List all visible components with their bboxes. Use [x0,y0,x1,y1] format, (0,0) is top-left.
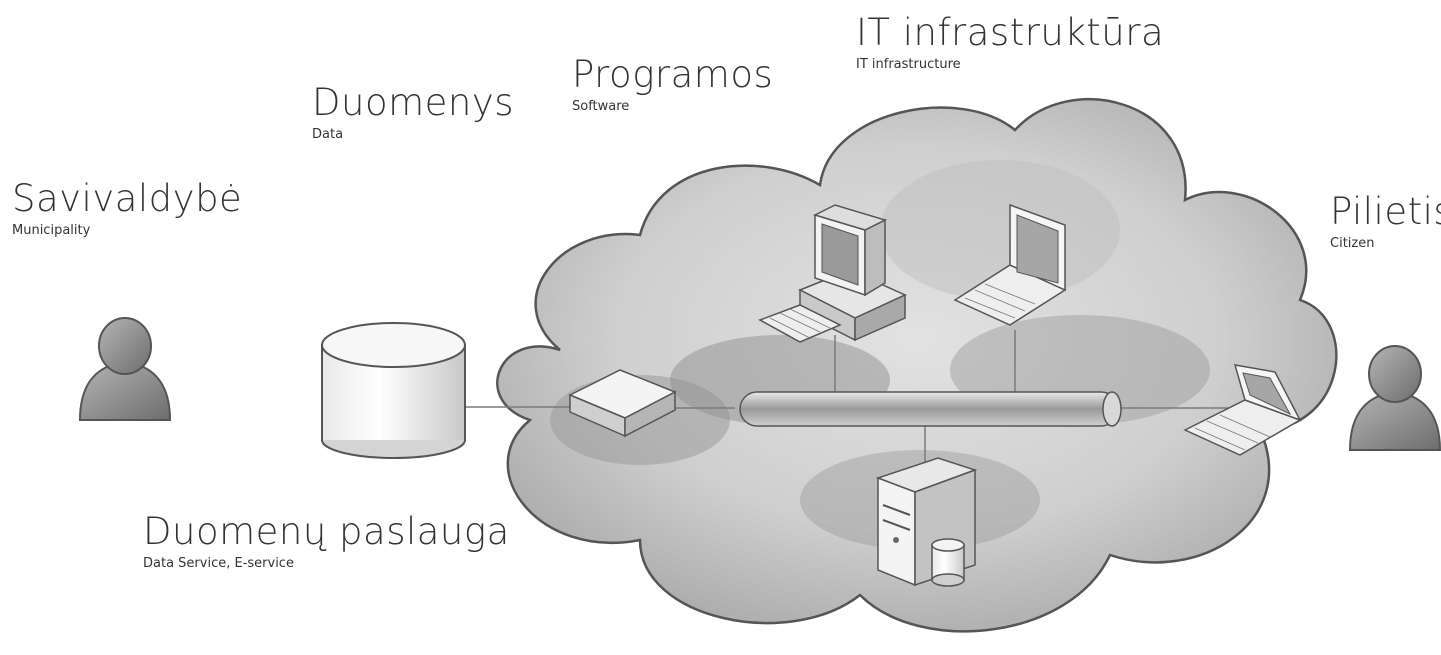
citizen-label: Pilietis Citizen [1330,193,1441,252]
data-service-subtitle: Data Service, E-service [143,556,294,571]
data-service-label: Duomenų paslauga Data Service, E-service [143,513,510,572]
person-icon [78,317,172,421]
municipality-subtitle: Municipality [12,223,91,238]
software-label: Programos Software [572,56,773,115]
data-label: Duomenys Data [312,84,514,143]
laptop-icon [1183,364,1302,456]
server-icon [875,457,978,587]
infrastructure-title: IT infrastruktūra [856,11,1165,54]
router-icon [568,369,677,438]
laptop-icon [953,203,1067,326]
network-pipe-icon [739,391,1122,427]
person-icon [1348,345,1441,451]
data-service-title: Duomenų paslauga [143,510,510,553]
municipality-title: Savivaldybė [12,177,243,220]
data-title: Duomenys [312,81,515,124]
database-icon [321,322,466,459]
infrastructure-subtitle: IT infrastructure [856,57,961,72]
citizen-title: Pilietis [1330,190,1441,233]
desktop-computer-icon [758,204,907,343]
municipality-label: Savivaldybė Municipality [12,180,242,239]
citizen-subtitle: Citizen [1330,236,1375,251]
software-subtitle: Software [572,99,630,114]
data-subtitle: Data [312,127,344,142]
connection-lines [462,330,1230,465]
software-title: Programos [572,53,774,96]
infrastructure-label: IT infrastruktūra IT infrastructure [856,14,1164,73]
